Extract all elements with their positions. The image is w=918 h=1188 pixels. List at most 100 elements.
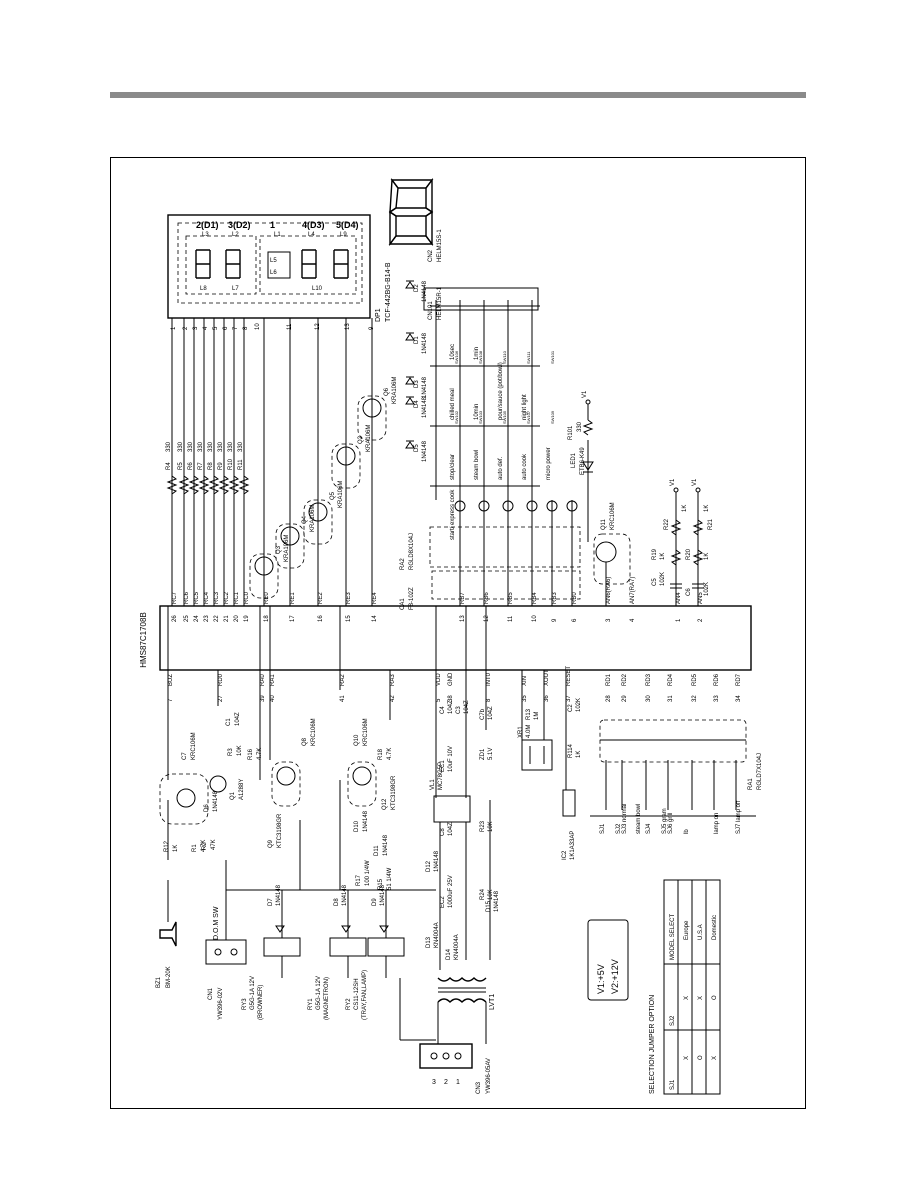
mcu-pin-num: 29 bbox=[622, 695, 628, 702]
left-part-ref: R15 bbox=[378, 878, 384, 890]
svg-text:L8: L8 bbox=[200, 286, 207, 292]
mcu-pin-name: RD2 bbox=[622, 673, 628, 686]
left-part-ref: R17 bbox=[356, 874, 362, 886]
ra1-jumpers: RA1 RGLD7X104J bbox=[590, 719, 763, 817]
led-ref: LED1 bbox=[571, 452, 577, 468]
relay-note: (TRAY,FAN,LAMP) bbox=[362, 970, 368, 1020]
digit-3 bbox=[301, 249, 317, 279]
seg-res-ref: R8 bbox=[208, 462, 214, 470]
relay-ref: RY2 bbox=[346, 998, 352, 1010]
svg-text:L2: L2 bbox=[232, 232, 239, 238]
mcu-pin-name: BUZ bbox=[168, 674, 174, 686]
left-part-val: KRC106M bbox=[191, 732, 197, 760]
mcu-pin-name: INT0 bbox=[486, 672, 492, 686]
mcu-pin-name: VDD bbox=[436, 673, 442, 686]
osc-val: 1K bbox=[576, 751, 582, 758]
mcu-pin-name: RB7 bbox=[460, 592, 466, 604]
key-diode-ref: D4 bbox=[414, 400, 420, 408]
key-label: 10min bbox=[474, 404, 480, 420]
key-code: SW101 bbox=[550, 350, 555, 364]
mcu-pin-name: RE2 bbox=[318, 592, 324, 604]
grid-q-part: KRA106M bbox=[310, 505, 316, 532]
svg-text:L1: L1 bbox=[274, 232, 281, 238]
mcu-pin-name: RC7 bbox=[172, 591, 178, 604]
jumper-table-title: SELECTION JUMPER OPTION bbox=[649, 995, 656, 1094]
grid-q-part: KRA106M bbox=[284, 535, 290, 562]
mcu-pin-name: XOUT bbox=[544, 669, 550, 686]
transistor-symbol bbox=[280, 526, 300, 546]
power-ref: D14 bbox=[446, 948, 452, 960]
osc-val: 4.0M bbox=[526, 725, 532, 738]
key-code: SW110 bbox=[502, 350, 507, 364]
osc-ref: R13 bbox=[526, 708, 532, 720]
transformer: LVT1 bbox=[437, 977, 496, 1044]
ca1-part: F8-102Z bbox=[409, 587, 415, 610]
left-part-val: 1N4148 bbox=[213, 790, 219, 812]
digit-4 bbox=[333, 249, 349, 279]
power-val: 104Z bbox=[448, 700, 454, 714]
seg-res-val: 330 bbox=[198, 441, 204, 452]
seg-res-val: 330 bbox=[218, 441, 224, 452]
key-label: stop/clear bbox=[450, 454, 456, 480]
svg-text:L3: L3 bbox=[202, 232, 209, 238]
mcu-pin-num: 39 bbox=[260, 695, 266, 702]
ra1-part: RGLD7X104J bbox=[757, 753, 763, 790]
left-part-val: 100 1/4W bbox=[365, 860, 371, 886]
digit-label-3: 4(D3) bbox=[302, 220, 325, 230]
mcu-pin-num: 9 bbox=[552, 618, 558, 622]
svg-text:L4: L4 bbox=[308, 232, 315, 238]
seven-segment-icon bbox=[388, 177, 434, 247]
mcu-pin-name: RC0 bbox=[244, 591, 250, 604]
an-c5-val: 102K bbox=[660, 572, 666, 586]
seg-res-val: 330 bbox=[188, 441, 194, 452]
jumper-label: lb bbox=[684, 829, 690, 834]
mcu-pin-name: RB5 bbox=[508, 592, 514, 604]
mcu-pin-num: 15 bbox=[346, 615, 352, 622]
an-r20-val: 1K bbox=[704, 553, 710, 560]
left-part-ref: D10 bbox=[354, 820, 360, 832]
mcu-pin-num: 36 bbox=[544, 695, 550, 702]
power-ref: C7b bbox=[480, 708, 486, 720]
jumper-table: SELECTION JUMPER OPTION bbox=[649, 879, 721, 1095]
mcu-pin-num: 40 bbox=[270, 695, 276, 702]
left-part-ref: R2 bbox=[202, 842, 208, 850]
power-val: 1N4148 bbox=[494, 890, 500, 912]
mcu-pin-name: RB3 bbox=[552, 592, 558, 604]
mcu-pin-name: RC1 bbox=[234, 591, 240, 604]
power-ref: D13 bbox=[426, 936, 432, 948]
jt-cell: X bbox=[712, 1056, 718, 1060]
digit-label-2: 1 bbox=[270, 220, 275, 230]
left-part-ref: Q9 bbox=[268, 839, 274, 848]
mcu-pin-num: 22 bbox=[214, 615, 220, 622]
key-label: pour/sauce (pot/bowl) bbox=[498, 362, 504, 420]
mcu-pin-num: 13 bbox=[460, 615, 466, 622]
power-ref: R24 bbox=[480, 888, 486, 900]
an-r22-val: 1K bbox=[682, 505, 688, 512]
q11-part: KRC106M bbox=[610, 502, 616, 530]
segment-bus bbox=[171, 318, 373, 606]
mcu-pin-num: 26 bbox=[172, 615, 178, 622]
key-label: 1min bbox=[474, 347, 480, 360]
bz1-part: BM-20K bbox=[166, 966, 172, 988]
left-part-val: 4.7K bbox=[201, 840, 207, 852]
display-pin: 6 bbox=[223, 326, 229, 330]
svg-text:L10: L10 bbox=[312, 286, 323, 292]
cn3-part: YW396-05AV bbox=[486, 1058, 492, 1094]
ra2-ref: RA2 bbox=[400, 558, 406, 570]
power-ref: C3 bbox=[456, 706, 462, 714]
jt-cell: Europe bbox=[684, 920, 690, 940]
jt-cell: X bbox=[684, 996, 690, 1000]
left-part-val: 1N4148 bbox=[363, 810, 369, 832]
an-r19: R19 bbox=[652, 548, 658, 560]
svg-text:3: 3 bbox=[432, 1079, 436, 1086]
mcu-pin-num: 30 bbox=[646, 695, 652, 702]
digit-1 bbox=[195, 249, 211, 279]
key-diode-ref: D1 bbox=[414, 336, 420, 344]
left-part-val: KTC3198GR bbox=[277, 813, 283, 848]
seg-res-ref: R4 bbox=[166, 462, 172, 470]
lvt1: LVT1 bbox=[489, 994, 496, 1010]
relay-diode-ref: D8 bbox=[334, 898, 340, 906]
power-val: 104Z bbox=[488, 706, 494, 720]
left-part-ref: R3 bbox=[228, 748, 234, 756]
